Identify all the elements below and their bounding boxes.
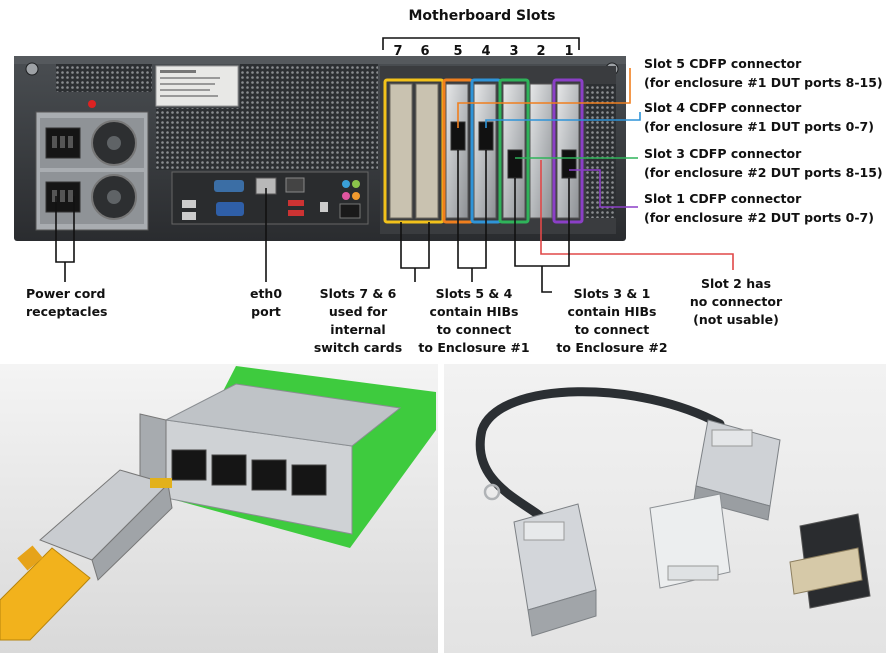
slots-bracket bbox=[382, 37, 580, 50]
callout-slot-5-line1: Slot 5 CDFP connector bbox=[644, 56, 802, 71]
slots31-line4: to Enclosure #2 bbox=[556, 340, 667, 355]
label-slots-3-1: Slots 3 & 1 contain HIBs to connect to E… bbox=[556, 286, 667, 355]
slots76-line1: Slots 7 & 6 bbox=[320, 286, 397, 301]
slot2-line1: Slot 2 has bbox=[701, 276, 771, 291]
slots54-line2: contain HIBs bbox=[430, 304, 519, 319]
slot-number-5: 5 bbox=[453, 44, 462, 59]
slot2-line3: (not usable) bbox=[693, 312, 779, 327]
slots76-line4: switch cards bbox=[314, 340, 402, 355]
label-slots-7-6: Slots 7 & 6 used for internal switch car… bbox=[314, 286, 402, 355]
slot-number-7: 7 bbox=[393, 44, 402, 59]
slots76-line3: internal bbox=[330, 322, 385, 337]
slots31-line2: contain HIBs bbox=[568, 304, 657, 319]
callout-leaders bbox=[457, 68, 734, 270]
eth0-label-line2: port bbox=[251, 304, 281, 319]
callout-slot-1: Slot 1 CDFP connector (for enclosure #2 … bbox=[644, 191, 874, 225]
slots54-line1: Slots 5 & 4 bbox=[436, 286, 513, 301]
callout-slot-3-line1: Slot 3 CDFP connector bbox=[644, 146, 802, 161]
bottom-brackets bbox=[55, 150, 570, 293]
slot-1-outline bbox=[552, 78, 584, 224]
slot2-line2: no connector bbox=[690, 294, 783, 309]
chassis-rear-panel bbox=[14, 56, 626, 241]
slots31-line1: Slots 3 & 1 bbox=[574, 286, 651, 301]
callout-slot-3-line2: (for enclosure #2 DUT ports 8-15) bbox=[644, 165, 883, 180]
callout-slot-4-line2: (for enclosure #1 DUT ports 0-7) bbox=[644, 119, 874, 134]
callout-slot-4-line1: Slot 4 CDFP connector bbox=[644, 100, 802, 115]
callout-slot-4: Slot 4 CDFP connector (for enclosure #1 … bbox=[644, 100, 874, 134]
cdfp-cable-photo bbox=[444, 364, 886, 653]
slot-number-3: 3 bbox=[509, 44, 518, 59]
slots54-line3: to connect bbox=[437, 322, 512, 337]
io-panel bbox=[171, 171, 369, 225]
label-power-cord: Power cord receptacles bbox=[26, 286, 108, 319]
power-supplies bbox=[35, 100, 149, 231]
label-eth0: eth0 port bbox=[250, 286, 282, 319]
cdfp-module-photo bbox=[0, 364, 438, 653]
eth0-label-line1: eth0 bbox=[250, 286, 282, 301]
callout-slot-1-line2: (for enclosure #2 DUT ports 0-7) bbox=[644, 210, 874, 225]
motherboard-slots-title: Motherboard Slots bbox=[408, 8, 555, 24]
slot-number-row: 7 6 5 4 3 2 1 bbox=[393, 44, 573, 59]
power-label-line2: receptacles bbox=[26, 304, 108, 319]
callout-slot-1-line1: Slot 1 CDFP connector bbox=[644, 191, 802, 206]
label-slot-2: Slot 2 has no connector (not usable) bbox=[690, 276, 783, 327]
callout-slot-5: Slot 5 CDFP connector (for enclosure #1 … bbox=[644, 56, 883, 90]
slots54-line4: to Enclosure #1 bbox=[418, 340, 529, 355]
slot-number-4: 4 bbox=[481, 44, 490, 59]
callout-slot-5-line2: (for enclosure #1 DUT ports 8-15) bbox=[644, 75, 883, 90]
slots76-line2: used for bbox=[329, 304, 388, 319]
slot-number-1: 1 bbox=[564, 44, 573, 59]
slot-number-6: 6 bbox=[420, 44, 429, 59]
slots31-line3: to connect bbox=[575, 322, 650, 337]
slot-3-outline bbox=[498, 78, 530, 224]
slot-number-2: 2 bbox=[536, 44, 545, 59]
label-slots-5-4: Slots 5 & 4 contain HIBs to connect to E… bbox=[418, 286, 529, 355]
power-label-line1: Power cord bbox=[26, 286, 105, 301]
callout-slot-3: Slot 3 CDFP connector (for enclosure #2 … bbox=[644, 146, 883, 180]
